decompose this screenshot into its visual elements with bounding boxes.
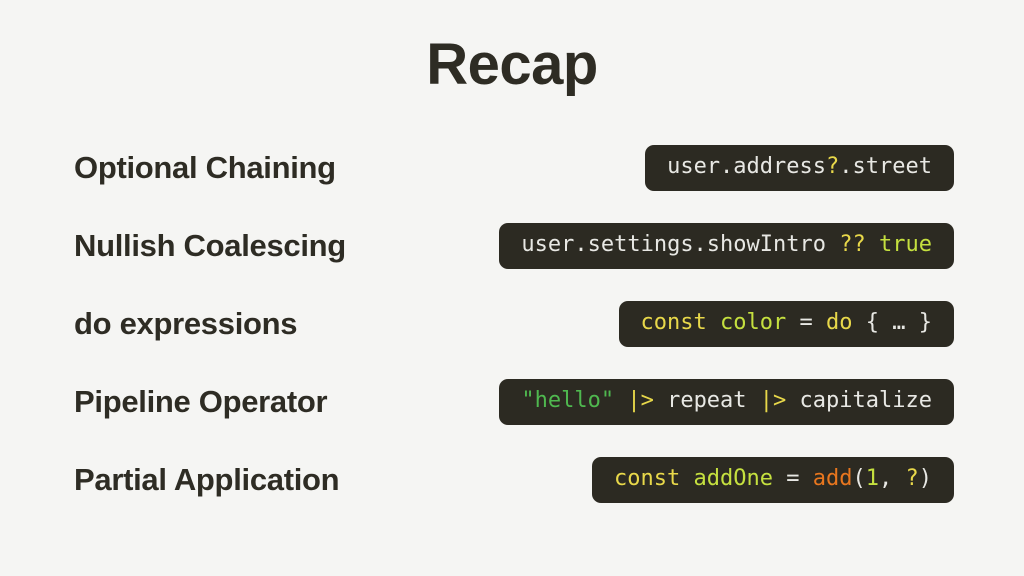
code-token: |> xyxy=(627,388,654,413)
code-token: user.settings.showIntro xyxy=(521,232,840,257)
code-snippet: user.settings.showIntro ?? true xyxy=(499,223,954,269)
code-token: |> xyxy=(759,388,787,413)
code-token: "hello" xyxy=(521,388,615,413)
feature-label: do expressions xyxy=(74,306,298,341)
code-token: ) xyxy=(918,466,932,491)
feature-row: do expressions const color = do { … } xyxy=(74,296,954,352)
code-token: color xyxy=(720,310,787,335)
feature-row: Pipeline Operator "hello" |> repeat |> ca… xyxy=(74,374,954,430)
code-token: ? xyxy=(905,466,919,491)
code-token xyxy=(614,388,627,413)
code-token: { … } xyxy=(852,310,932,335)
code-token: = xyxy=(786,310,827,335)
feature-label: Optional Chaining xyxy=(74,150,336,185)
code-token: do xyxy=(826,310,853,335)
code-token: ( xyxy=(852,466,866,491)
code-token: 1 xyxy=(865,466,879,491)
code-token: = xyxy=(773,466,813,491)
code-token: add xyxy=(812,466,853,491)
code-token: ?? xyxy=(839,232,866,257)
code-token: , xyxy=(879,466,906,491)
code-token: .street xyxy=(839,154,932,179)
code-token: true xyxy=(879,232,932,257)
page-title: Recap xyxy=(426,32,598,97)
feature-row: Nullish Coalescing user.settings.showIntr… xyxy=(74,218,954,274)
feature-label: Pipeline Operator xyxy=(74,384,328,419)
code-token xyxy=(680,466,693,491)
code-token: addOne xyxy=(693,466,773,491)
code-token: capitalize xyxy=(786,388,932,413)
code-snippet: "hello" |> repeat |> capitalize xyxy=(499,379,954,425)
code-token: const xyxy=(640,310,707,335)
code-token: ? xyxy=(826,154,840,179)
code-token xyxy=(707,310,720,335)
code-snippet: user.address?.street xyxy=(645,145,954,191)
feature-label: Partial Application xyxy=(74,462,340,497)
feature-row: Partial Application const addOne = add(1,… xyxy=(74,452,954,508)
feature-label: Nullish Coalescing xyxy=(74,228,346,263)
feature-row: Optional Chaining user.address?.street xyxy=(74,140,954,196)
code-token: user.address xyxy=(667,154,827,179)
code-token: repeat xyxy=(653,388,760,413)
code-token: const xyxy=(614,466,681,491)
code-token xyxy=(866,232,879,257)
code-snippet: const color = do { … } xyxy=(618,301,954,347)
code-snippet: const addOne = add(1, ?) xyxy=(592,457,954,503)
